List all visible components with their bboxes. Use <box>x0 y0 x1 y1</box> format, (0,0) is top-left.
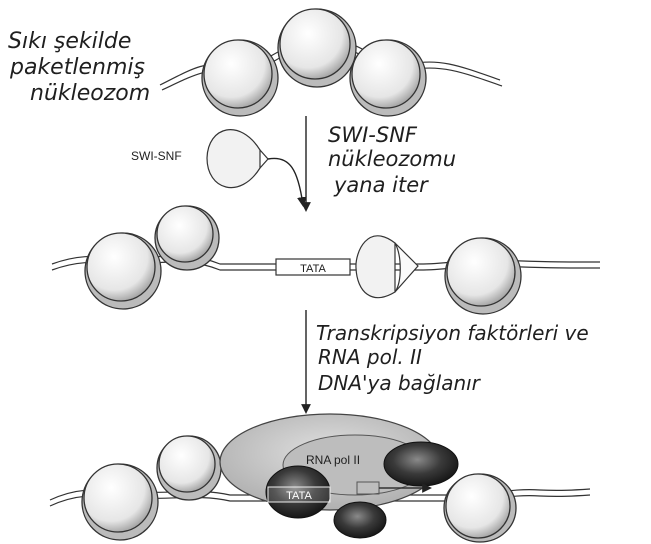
note-line-1: Sıkı şekilde <box>8 29 131 54</box>
remodeled-chromatin-group: TATA <box>52 206 600 314</box>
nucleosome <box>445 238 521 314</box>
swi-snf-body-bound <box>356 236 395 298</box>
tata-label-middle: TATA <box>300 263 326 275</box>
step1-line-1: SWI-SNF <box>328 123 418 147</box>
nucleosome <box>350 40 426 116</box>
swi-snf-body <box>207 130 260 188</box>
step2-line-2: RNA pol. II <box>318 345 422 369</box>
transcription-complex-group: RNA pol II TATA <box>50 414 590 542</box>
transcription-factor-lower <box>334 502 386 538</box>
nucleosome <box>202 40 278 116</box>
swi-snf-complex-unbound: SWI-SNF <box>131 130 303 205</box>
nucleosome <box>155 206 219 270</box>
nucleosome <box>157 436 221 500</box>
transcription-factor-dark <box>384 442 458 486</box>
swi-snf-binding-arrow <box>268 158 303 205</box>
nucleosome <box>444 474 516 542</box>
nucleosome <box>278 9 356 87</box>
step2-note: Transkripsiyon faktörleri ve RNA pol. II… <box>316 321 589 395</box>
step2-line-3: DNA'ya bağlanır <box>318 371 482 395</box>
tata-label-bottom: TATA <box>286 490 312 502</box>
swi-snf-stalk-bound <box>395 243 418 292</box>
note-line-3: nükleozom <box>30 81 150 106</box>
step1-note: SWI-SNF nükleozomu yana iter <box>328 123 456 197</box>
rna-pol-label: RNA pol II <box>306 453 360 467</box>
note-line-2: paketlenmiş <box>9 55 145 80</box>
nucleosome <box>85 233 161 309</box>
step1-line-3: yana iter <box>333 173 429 197</box>
swi-snf-label: SWI-SNF <box>131 149 182 163</box>
swi-snf-stalk <box>260 150 268 168</box>
nucleosome <box>82 464 158 540</box>
step2-line-1: Transkripsiyon faktörleri ve <box>316 321 589 345</box>
packed-nucleosomes-group <box>160 9 502 116</box>
step1-line-2: nükleozomu <box>328 147 456 171</box>
packed-nucleosome-note: Sıkı şekilde paketlenmiş nükleozom <box>8 29 150 106</box>
